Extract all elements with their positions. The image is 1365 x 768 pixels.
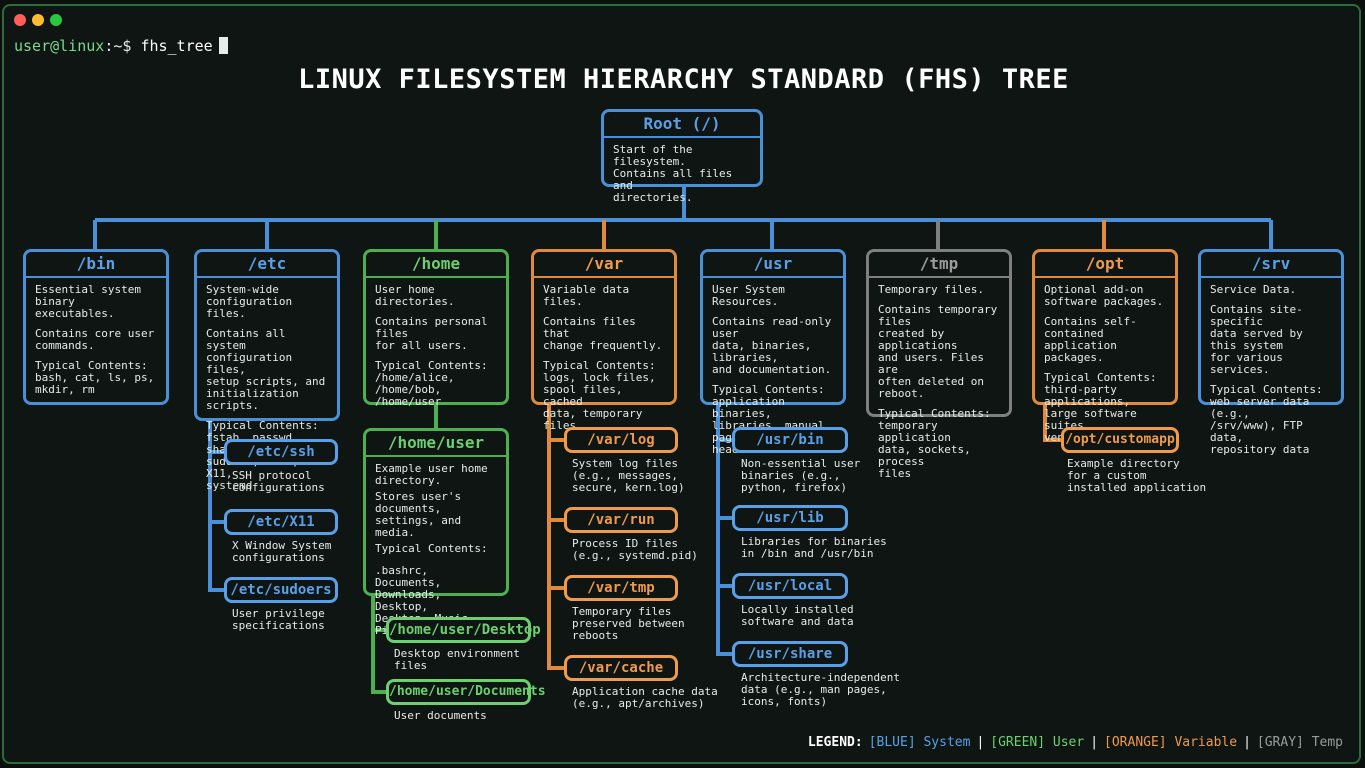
dir-etc-detail: Contains all system configuration files,…	[206, 327, 326, 412]
dir-home-user-title: /home/user	[366, 431, 506, 457]
dir-etc[interactable]: /etc System-wide configuration files. Co…	[194, 249, 340, 492]
subdir-usr-lib[interactable]: /usr/lib	[732, 505, 848, 531]
connector-etc-subs	[208, 420, 226, 592]
prompt-path: :~$	[104, 37, 132, 55]
prompt-command: fhs_tree	[140, 37, 213, 55]
maximize-window-icon[interactable]	[50, 14, 62, 26]
dir-srv-detail: Contains site-specific data served by th…	[1210, 303, 1303, 376]
terminal-window: user@linux:~$ fhs_tree LINUX FILESYSTEM …	[2, 4, 1361, 764]
subdir-usr-lib-desc: Libraries for binaries in /bin and /usr/…	[741, 535, 887, 560]
connector-home-subs	[371, 594, 388, 694]
legend-separator: |	[976, 735, 985, 750]
dir-opt-desc: Optional add-on software packages.	[1044, 283, 1164, 308]
dir-opt-title: /opt	[1035, 252, 1175, 278]
dir-usr-title: /usr	[703, 252, 843, 278]
subdir-var-cache-desc: Application cache data (e.g., apt/archiv…	[572, 685, 718, 710]
dir-home-user-desc: Example user home directory.	[375, 462, 488, 487]
subdir-home-user-desktop[interactable]: /home/user/Desktop	[386, 617, 541, 643]
dir-bin-detail: Contains core user commands.	[35, 327, 155, 352]
subdir-etc-x11-desc: X Window System configurations	[232, 539, 332, 564]
subdir-usr-share-desc: Architecture-independent data (e.g., man…	[741, 671, 900, 708]
dir-var-title: /var	[534, 252, 674, 278]
root-title: Root (/)	[604, 112, 760, 138]
subdir-opt-customapp-desc: Example directory for a custom installed…	[1067, 457, 1207, 494]
dir-tmp-contents: Typical Contents: temporary application …	[878, 407, 991, 480]
dir-home-contents: Typical Contents: /home/alice, /home/bob…	[375, 359, 488, 408]
dir-usr-desc: User System Resources.	[712, 283, 785, 308]
subdir-etc-ssh[interactable]: /etc/ssh	[224, 439, 338, 465]
legend-separator: |	[1243, 735, 1251, 750]
close-window-icon[interactable]	[14, 14, 26, 26]
dir-home-user-contents-label: Typical Contents:	[375, 542, 488, 555]
dir-home-title: /home	[366, 252, 506, 278]
subdir-home-user-documents[interactable]: /home/user/Documents	[386, 679, 546, 705]
dir-home-desc: User home directories.	[375, 283, 455, 308]
shell-prompt[interactable]: user@linux:~$ fhs_tree	[14, 37, 228, 55]
dir-usr-detail: Contains read-only user data, binaries, …	[712, 315, 832, 376]
subdir-usr-local-desc: Locally installed software and data	[741, 603, 854, 628]
dir-bin-title: /bin	[26, 252, 166, 278]
subdir-var-tmp[interactable]: /var/tmp	[564, 575, 678, 601]
connector-var-subs	[547, 404, 566, 670]
subdir-var-cache[interactable]: /var/cache	[564, 655, 678, 681]
dir-etc-desc: System-wide configuration files.	[206, 283, 293, 320]
legend-orange: [ORANGE] Variable	[1104, 735, 1238, 750]
dir-opt[interactable]: /opt Optional add-on software packages. …	[1032, 249, 1178, 444]
root-desc: Start of the filesystem. Contains all fi…	[613, 143, 733, 204]
dir-opt-detail: Contains self-contained application pack…	[1044, 315, 1137, 364]
dir-bin[interactable]: /bin Essential system binary executables…	[23, 249, 169, 405]
dir-home-user-detail: Stores user's documents, settings, and m…	[375, 490, 462, 539]
tree-connectors	[93, 186, 1273, 694]
page-title: LINUX FILESYSTEM HIERARCHY STANDARD (FHS…	[298, 64, 1069, 95]
dir-srv-contents: Typical Contents: web server data (e.g.,…	[1210, 383, 1323, 456]
connector-usr-subs	[716, 404, 734, 656]
legend-separator: |	[1090, 735, 1099, 750]
text-cursor	[218, 37, 228, 54]
dir-bin-contents: Typical Contents: bash, cat, ls, ps, mkd…	[35, 359, 155, 396]
legend-gray: [GRAY] Temp	[1256, 735, 1343, 750]
subdir-home-user-desktop-desc: Desktop environment files	[394, 647, 520, 672]
dir-tmp-detail: Contains temporary files created by appl…	[878, 303, 998, 400]
subdir-etc-sudoers[interactable]: /etc/sudoers	[224, 577, 338, 603]
legend-green: [GREEN] User	[990, 735, 1085, 750]
dir-srv-desc: Service Data.	[1210, 283, 1297, 296]
dir-var-detail: Contains files that change frequently.	[543, 315, 663, 352]
subdir-etc-sudoers-desc: User privilege specifications	[232, 607, 325, 632]
subdir-var-run[interactable]: /var/run	[564, 507, 678, 533]
connector-opt-subs	[1043, 404, 1063, 442]
dir-bin-desc: Essential system binary executables.	[35, 283, 141, 320]
dir-var-desc: Variable data files.	[543, 283, 630, 308]
legend: LEGEND: [BLUE] System | [GREEN] User | [ORANG…	[808, 735, 1343, 750]
prompt-user: user@linux	[14, 37, 105, 55]
dir-var[interactable]: /var Variable data files. Contains files…	[531, 249, 677, 432]
subdir-var-log-desc: System log files (e.g., messages, secure…	[572, 457, 685, 494]
dir-home-user[interactable]: /home/user Example user home directory. …	[363, 428, 509, 637]
dir-home[interactable]: /home User home directories. Contains pe…	[363, 249, 509, 408]
dir-tmp-title: /tmp	[869, 252, 1009, 278]
dir-srv-title: /srv	[1201, 252, 1341, 278]
minimize-window-icon[interactable]	[32, 14, 44, 26]
subdir-etc-x11[interactable]: /etc/X11	[224, 509, 338, 535]
subdir-var-log[interactable]: /var/log	[564, 427, 678, 453]
dir-etc-title: /etc	[197, 252, 337, 278]
dir-tmp-desc: Temporary files.	[878, 283, 984, 296]
dir-home-detail: Contains personal files for all users.	[375, 315, 488, 352]
subdir-opt-customapp[interactable]: /opt/customapp	[1061, 427, 1179, 453]
root-node[interactable]: Root (/) Start of the filesystem. Contai…	[601, 109, 763, 204]
subdir-etc-ssh-desc: SSH protocol configurations	[232, 469, 325, 494]
subdir-usr-bin-desc: Non-essential user binaries (e.g., pytho…	[741, 457, 861, 494]
subdir-var-run-desc: Process ID files (e.g., systemd.pid)	[572, 537, 698, 562]
subdir-var-tmp-desc: Temporary files preserved between reboot…	[572, 605, 685, 642]
dir-srv[interactable]: /srv Service Data. Contains site-specifi…	[1198, 249, 1344, 456]
subdir-usr-bin[interactable]: /usr/bin	[732, 427, 848, 453]
subdir-usr-local[interactable]: /usr/local	[732, 573, 848, 599]
legend-blue: [BLUE] System	[868, 735, 971, 750]
legend-label: LEGEND:	[807, 735, 863, 750]
dir-var-contents: Typical Contents: logs, lock files, spoo…	[543, 359, 656, 432]
dir-usr[interactable]: /usr User System Resources. Contains rea…	[700, 249, 846, 456]
subdir-usr-share[interactable]: /usr/share	[732, 641, 848, 667]
subdir-home-user-documents-desc: User documents	[394, 709, 487, 722]
dir-tmp[interactable]: /tmp Temporary files. Contains temporary…	[866, 249, 1012, 480]
